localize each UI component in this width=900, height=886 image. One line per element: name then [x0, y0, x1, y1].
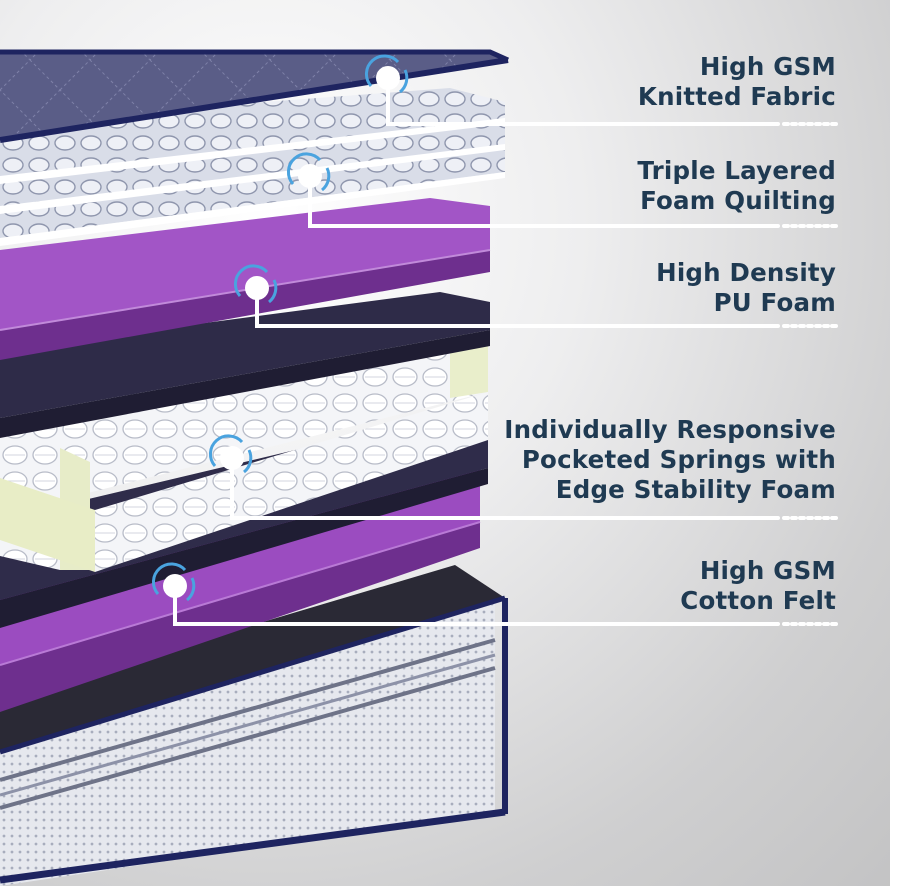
base-mattress-layer [0, 565, 508, 886]
callout-marker-3 [233, 264, 278, 304]
callout-line: Cotton Felt [680, 586, 836, 615]
callout-marker-5 [151, 562, 196, 602]
middle-felt-layer [0, 292, 490, 438]
callout-label-cotton-felt: High GSM Cotton Felt [680, 556, 836, 616]
callout-line: Knitted Fabric [637, 82, 836, 111]
callout-line: Edge Stability Foam [555, 475, 836, 504]
callout-marker-1 [364, 54, 409, 94]
callout-line: Pocketed Springs with [521, 445, 836, 474]
callout-line: High GSM [699, 556, 836, 585]
callout-label-foam-quilting: Triple Layered Foam Quilting [637, 156, 836, 216]
callout-line: Individually Responsive [504, 415, 836, 444]
callout-marker-4 [208, 434, 253, 474]
pu-foam-layer [0, 198, 491, 360]
pocket-spring-layer [0, 330, 488, 572]
callout-line: Triple Layered [637, 156, 836, 185]
callout-label-knitted-fabric: High GSM Knitted Fabric [638, 52, 836, 112]
callout-line: Foam Quilting [640, 186, 836, 215]
callout-label-pu-foam: High Density PU Foam [656, 258, 836, 318]
callout-line: PU Foam [713, 288, 836, 317]
callout-marker-2 [286, 152, 331, 192]
callout-line: High Density [656, 258, 836, 287]
quilting-layers [0, 88, 505, 246]
right-edge-strip [890, 0, 900, 886]
callout-line: High GSM [699, 52, 836, 81]
leader-lines [173, 76, 840, 626]
callout-label-pocketed-springs: Individually Responsive Pocketed Springs… [504, 415, 836, 505]
